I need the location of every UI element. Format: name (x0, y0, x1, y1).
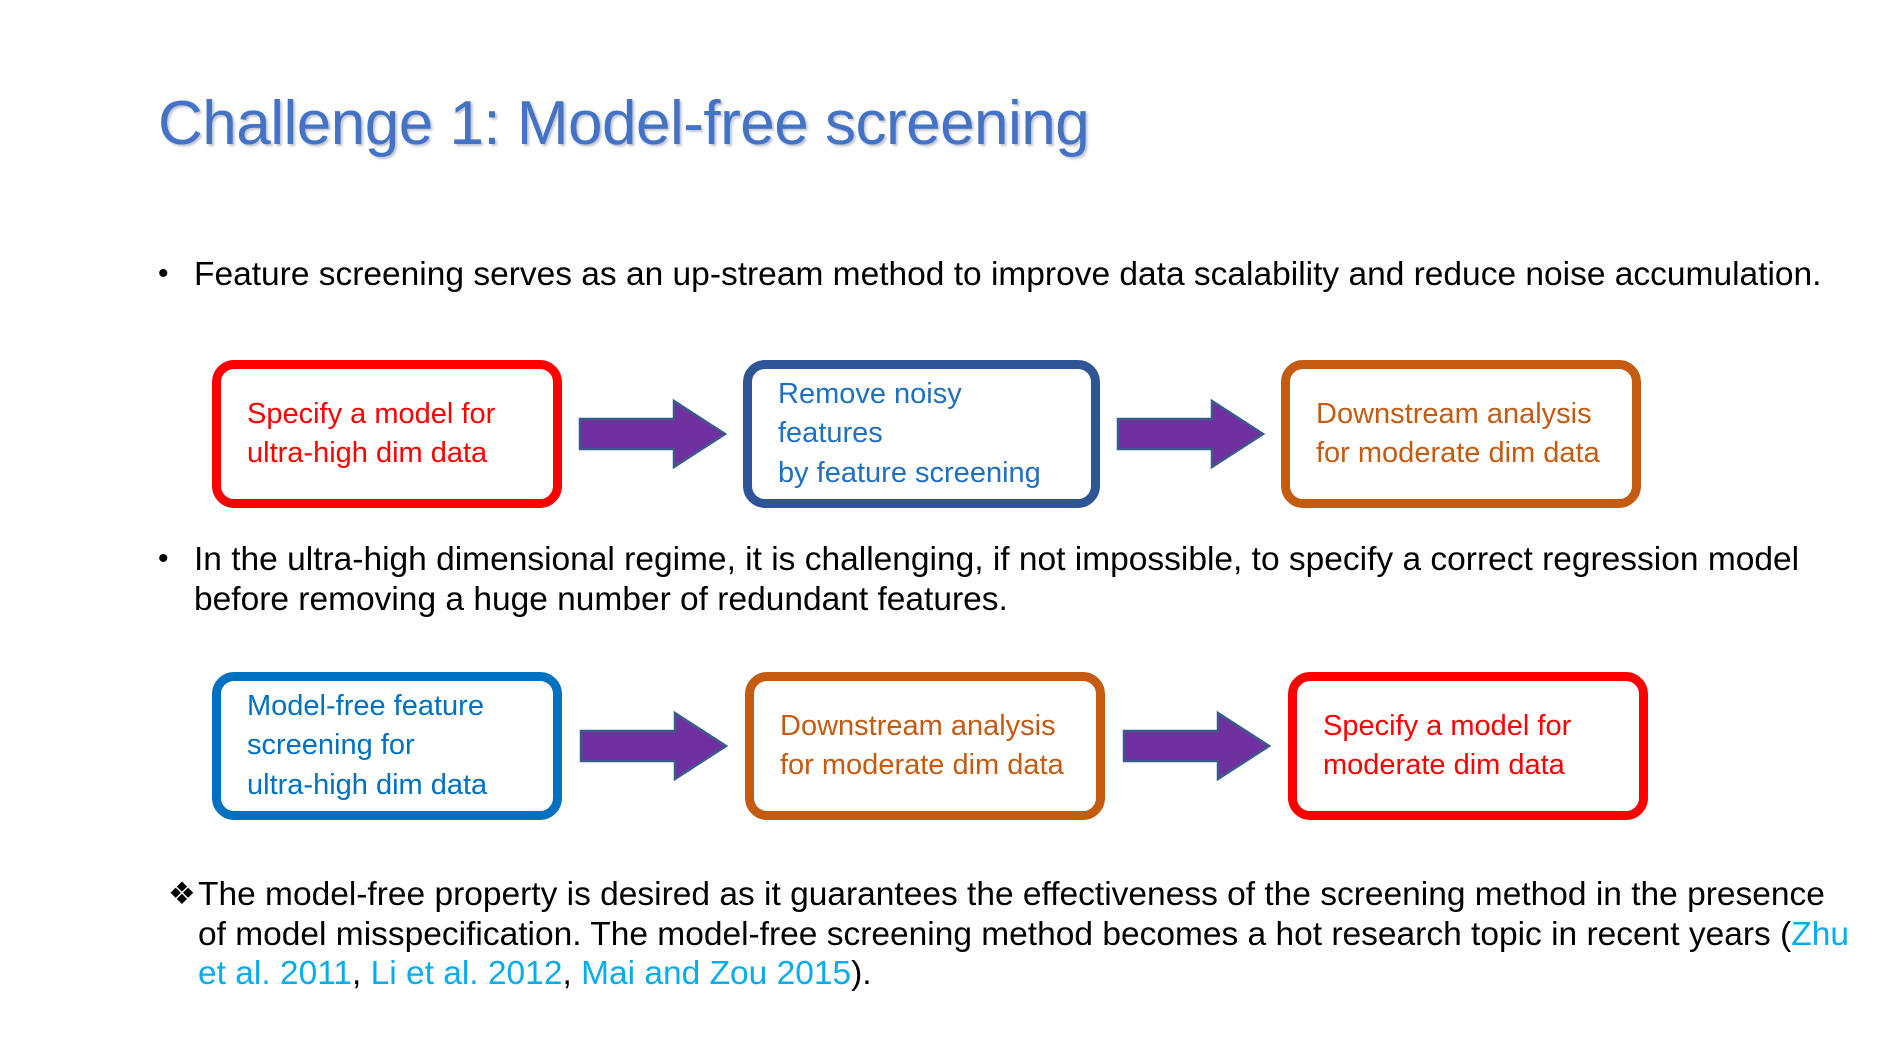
bullet-paragraph-1: • Feature screening serves as an up-stre… (158, 255, 1828, 295)
bullet-marker-icon: • (158, 542, 169, 575)
flow-box-text: Remove noisy features by feature screeni… (778, 375, 1065, 492)
citation-separator-2: , (562, 955, 582, 993)
arrow-right-icon (1116, 398, 1265, 470)
diamond-bullet-icon: ❖ (168, 876, 196, 911)
arrow-gap (562, 397, 743, 471)
bullet-marker-icon: • (158, 257, 169, 290)
flow-box-line-1: Specify a model for (1323, 709, 1572, 742)
flow-box-line-2: moderate dim data (1323, 749, 1565, 781)
flow-box-specify-model-ultrahigh[interactable]: Specify a model for ultra-high dim data (212, 360, 562, 508)
flow-box-text: Model-free feature screening for ultra-h… (247, 687, 487, 804)
conclusion-text: The model-free property is desired as it… (198, 875, 1858, 994)
arrow-gap (1105, 709, 1288, 783)
flow-box-line-2: screening for (247, 729, 415, 762)
arrow-gap (1100, 397, 1281, 471)
conclusion-tail: ). (851, 955, 872, 993)
flow-box-line-2: for moderate dim data (1316, 437, 1600, 469)
flow-box-line-1: Downstream analysis (780, 709, 1056, 742)
conclusion-lead: The model-free property is desired as it… (198, 876, 1825, 953)
arrow-right-icon (1122, 710, 1271, 782)
flow-box-downstream-analysis-1[interactable]: Downstream analysis for moderate dim dat… (1281, 360, 1641, 508)
flow-box-line-2: by feature screening (778, 456, 1041, 489)
flow-box-line-2: for moderate dim data (780, 749, 1064, 781)
arrow-right-icon (579, 710, 728, 782)
flow-box-line-1: Model-free feature (247, 690, 484, 723)
flow-row-model-based: Specify a model for ultra-high dim data … (212, 360, 1641, 508)
flow-box-specify-model-moderate[interactable]: Specify a model for moderate dim data (1288, 672, 1648, 820)
flow-box-remove-noisy-features[interactable]: Remove noisy features by feature screeni… (743, 360, 1100, 508)
flow-box-line-3: ultra-high dim data (247, 768, 488, 801)
flow-box-line-1: Specify a model for (247, 397, 496, 430)
flow-box-text: Downstream analysis for moderate dim dat… (780, 707, 1064, 785)
arrow-right-icon (578, 398, 727, 470)
citation-separator-1: , (351, 955, 371, 993)
flow-box-line-1: Downstream analysis (1316, 397, 1592, 430)
bullet-text-1: Feature screening serves as an up-stream… (194, 256, 1822, 293)
page-title: Challenge 1: Model-free screening (158, 89, 1090, 158)
flow-box-line-2: ultra-high dim data (247, 437, 488, 469)
flow-box-line-1: Remove noisy features (778, 378, 962, 450)
citation-li: Li et al. 2012 (370, 955, 563, 993)
citation-mai-zou: Mai and Zou 2015 (581, 955, 852, 993)
flow-box-downstream-analysis-2[interactable]: Downstream analysis for moderate dim dat… (745, 672, 1105, 820)
bullet-paragraph-2: • In the ultra-high dimensional regime, … (158, 540, 1838, 619)
arrow-gap (562, 709, 745, 783)
flow-row-model-free: Model-free feature screening for ultra-h… (212, 672, 1648, 820)
flow-box-model-free-screening[interactable]: Model-free feature screening for ultra-h… (212, 672, 562, 820)
conclusion-paragraph: ❖ The model-free property is desired as … (168, 875, 1858, 994)
bullet-text-2: In the ultra-high dimensional regime, it… (194, 541, 1800, 618)
flow-box-text: Downstream analysis for moderate dim dat… (1316, 395, 1600, 473)
citation-zhu: Zhu et al. 2011 (198, 915, 1849, 993)
flow-box-text: Specify a model for moderate dim data (1323, 707, 1571, 785)
flow-box-text: Specify a model for ultra-high dim data (247, 395, 495, 473)
